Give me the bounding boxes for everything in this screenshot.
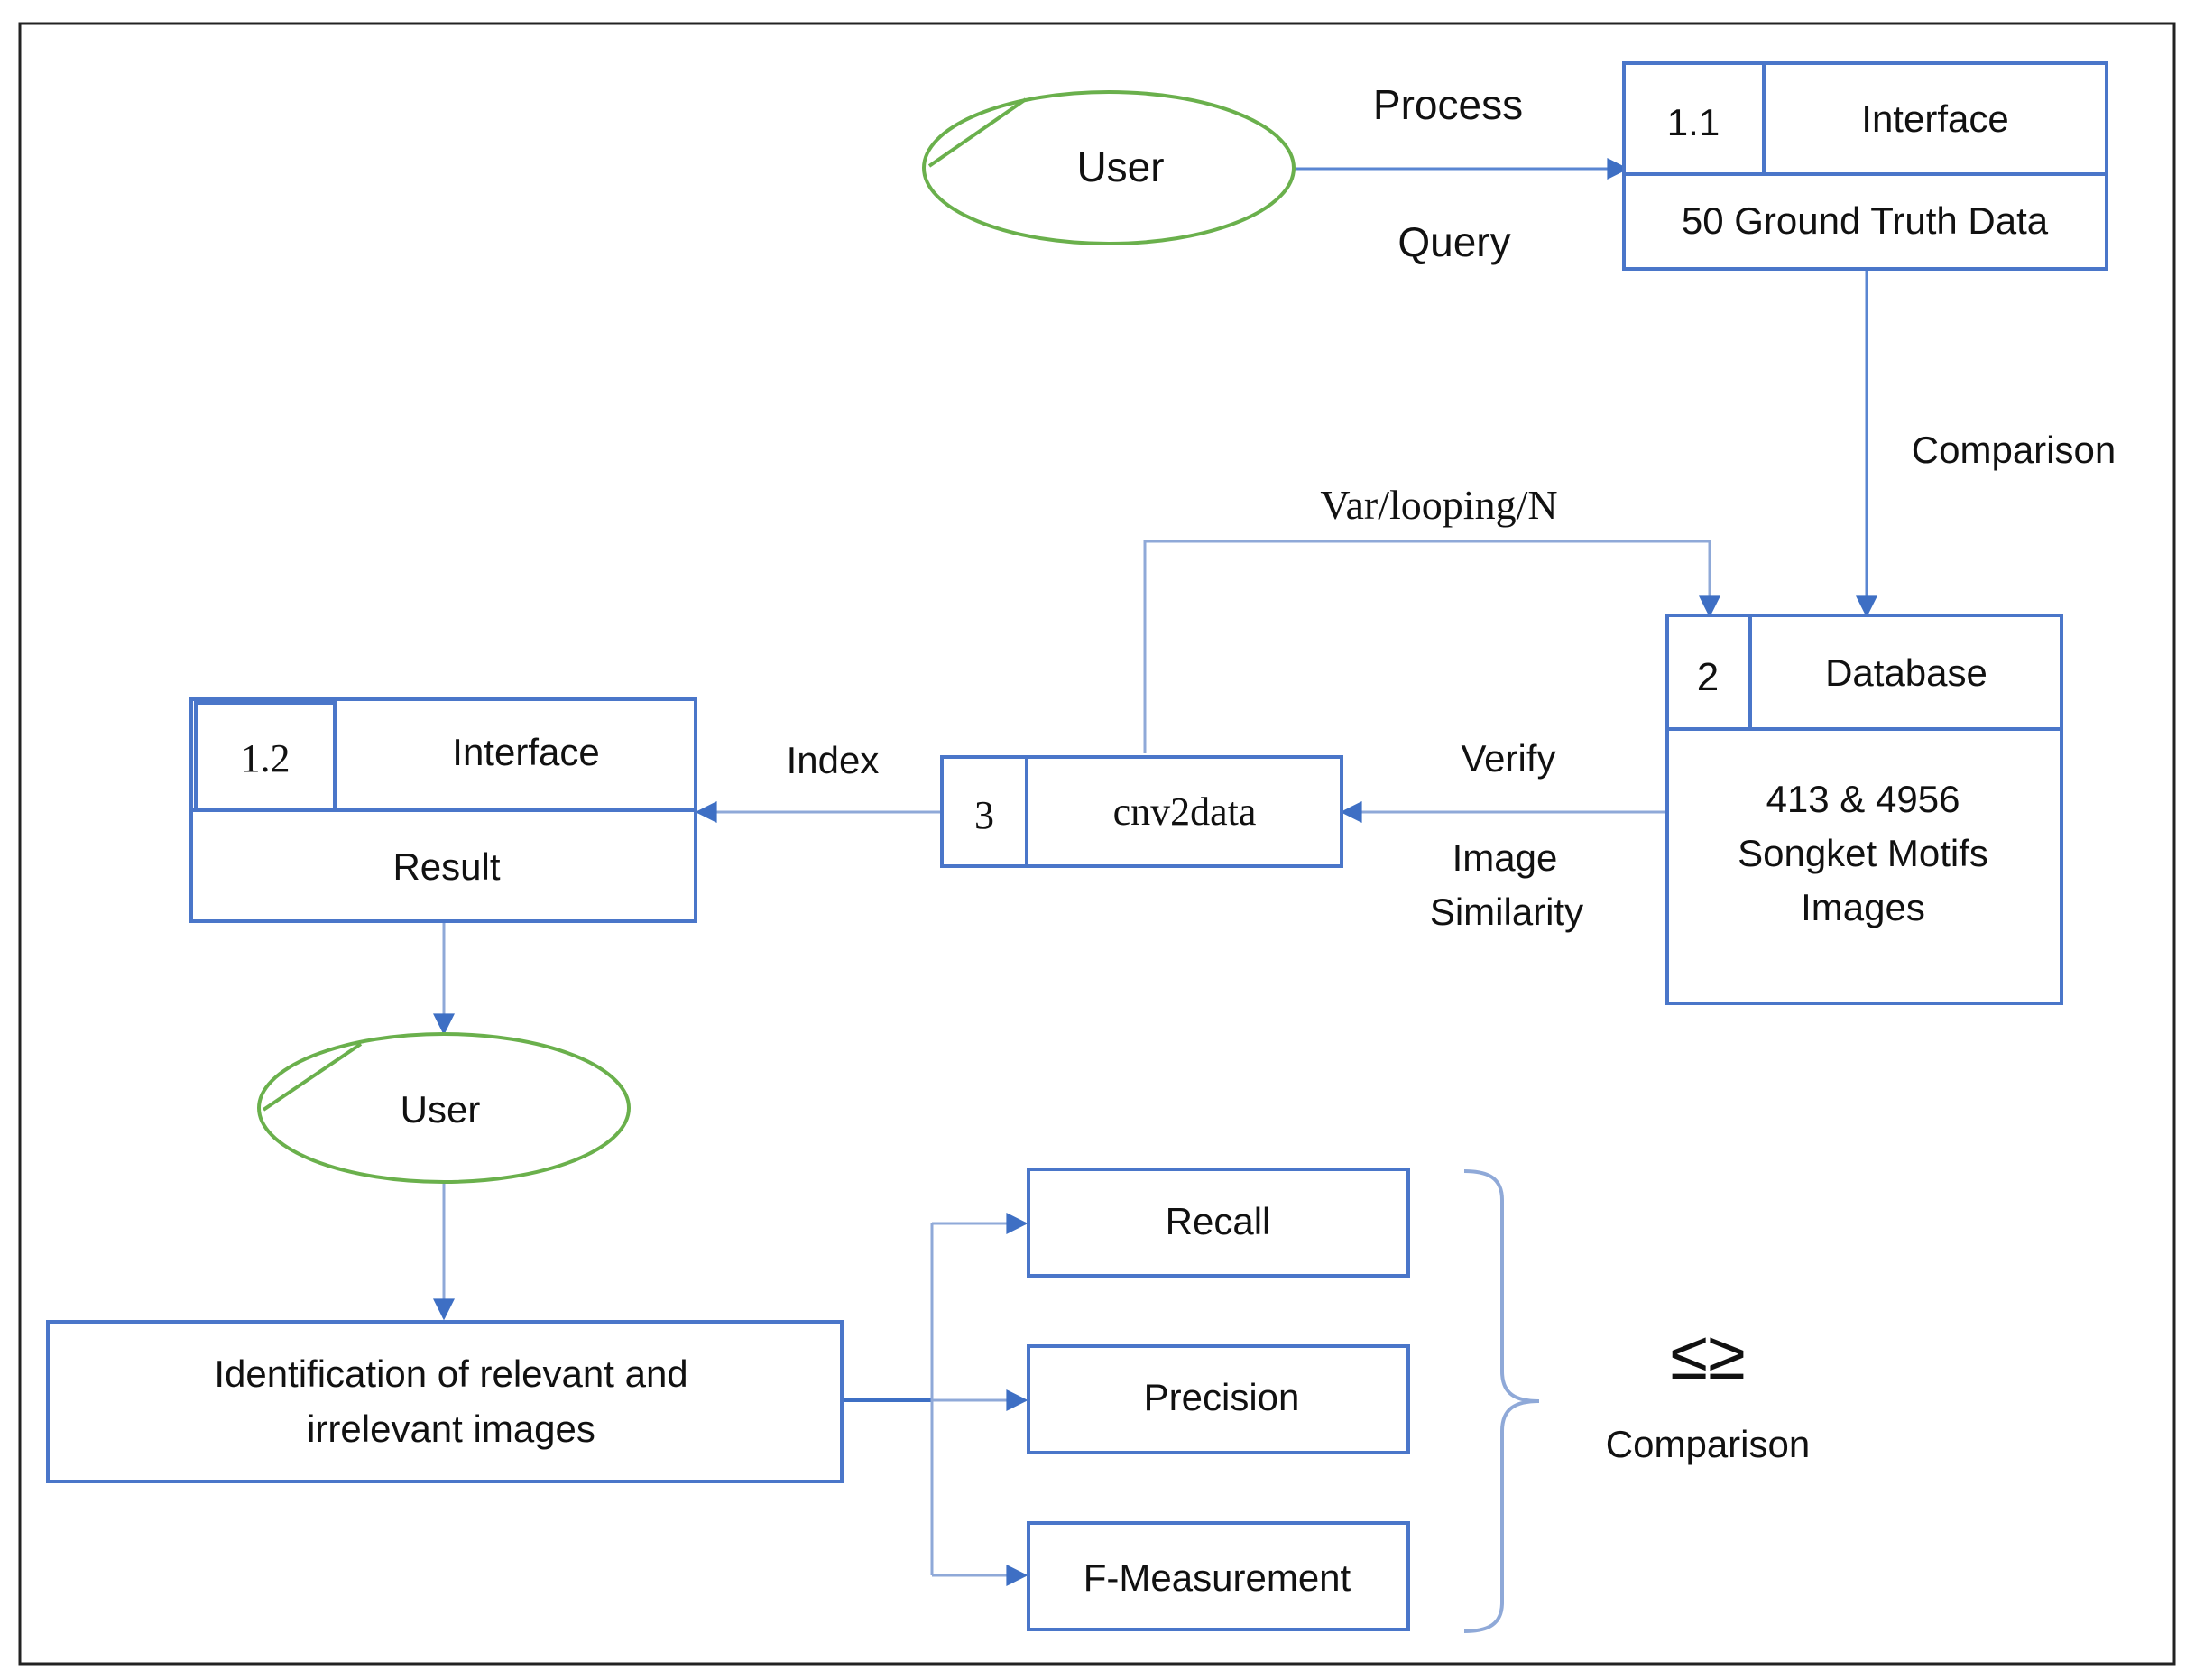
connectors [433,158,1877,1586]
image-label: Image [1453,836,1558,879]
process-3-number: 3 [974,793,994,837]
process-1-2-box: 1.2 Interface Result [189,697,697,923]
process-label: Process [1373,81,1523,128]
user-top-label: User [1076,143,1164,190]
process-2-body-line-2: Songket Motifs [1738,832,1988,874]
process-3-box: 3 cnv2data [940,755,1343,868]
index-label: Index [787,739,880,781]
var-looping-label: Var/looping/N [1320,482,1557,528]
similarity-label: Similarity [1430,891,1583,933]
diagram-frame [18,22,2176,1666]
process-3-title: cnv2data [1113,789,1257,834]
user-top-slash [927,97,1028,168]
process-1-2-title: Interface [452,731,599,773]
query-label: Query [1397,218,1510,265]
comparison-bottom-label: Comparison [1606,1423,1810,1465]
process-1-2-body: Result [392,845,500,888]
user-bottom-ellipse [257,1032,631,1184]
recall-label: Recall [1166,1200,1271,1242]
user-bottom-label: User [401,1088,481,1131]
process-2-number: 2 [1697,655,1719,699]
user-top-ellipse [922,90,1296,245]
comparison-symbol: ≤≥ [1670,1317,1745,1394]
process-2-title: Database [1825,651,1987,694]
identification-line-1: Identification of relevant and [214,1352,687,1395]
process-2-body-line-3: Images [1801,886,1925,928]
arrow-var-looping-loop [1143,540,1720,753]
process-1-1-title: Interface [1861,97,2008,140]
process-1-1-box: 1.1 Interface 50 Ground Truth Data [1622,61,2108,271]
f-measurement-box: F-Measurement [1027,1521,1410,1631]
recall-box: Recall [1027,1168,1410,1278]
comparison-brace [1463,1169,1540,1633]
identification-box: Identification of relevant and irrelevan… [46,1320,844,1483]
precision-box: Precision [1027,1344,1410,1454]
precision-label: Precision [1144,1376,1300,1418]
f-measurement-label: F-Measurement [1084,1556,1351,1599]
process-1-1-number: 1.1 [1667,101,1720,143]
user-bottom-entity: User [257,1032,631,1184]
process-1-2-number: 1.2 [241,736,291,780]
identification-line-2: irrelevant images [307,1408,595,1450]
verify-label: Verify [1461,737,1555,780]
process-1-1-body: 50 Ground Truth Data [1682,199,2049,242]
process-2-box: 2 Database 413 & 4956 Songket Motifs Ima… [1665,614,2063,1005]
comparison-right-label: Comparison [1912,429,2116,471]
process-2-body-line-1: 413 & 4956 [1766,778,1960,820]
user-bottom-slash [262,1042,363,1112]
user-top-entity: User [922,90,1296,245]
